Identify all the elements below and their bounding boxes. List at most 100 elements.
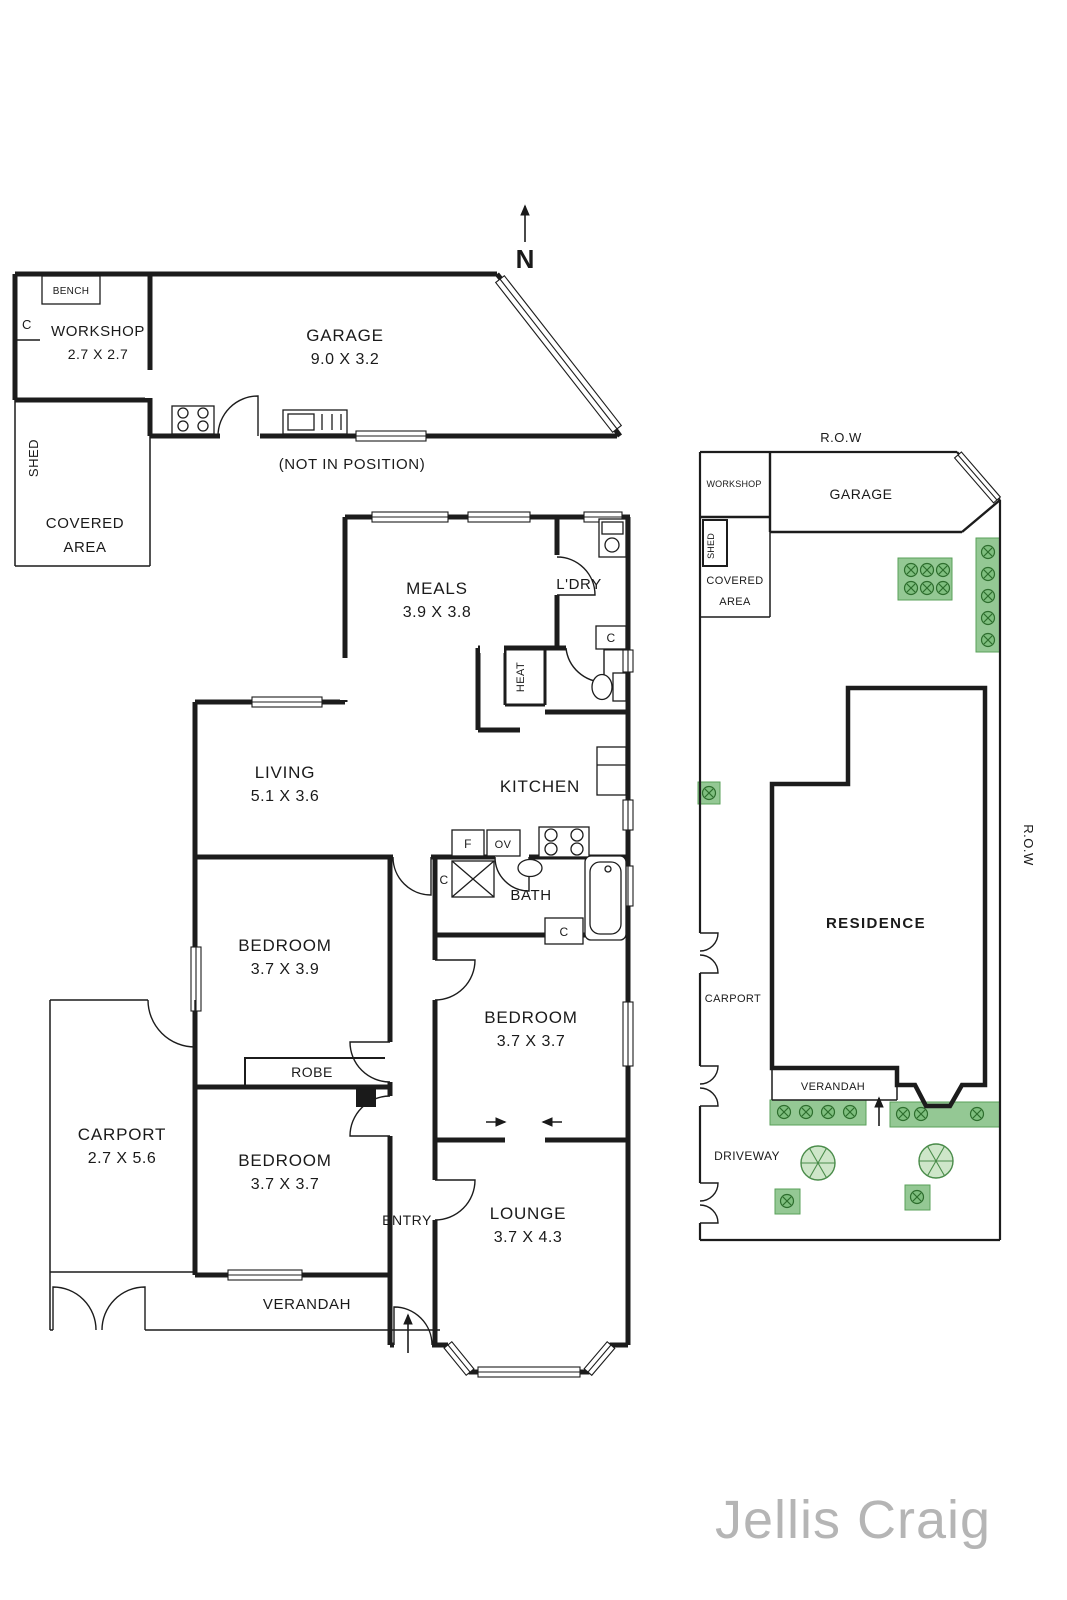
cooktop-icon bbox=[171, 405, 215, 435]
bay-window bbox=[443, 1341, 475, 1376]
heat-label: HEAT bbox=[515, 662, 527, 692]
window bbox=[622, 649, 634, 673]
site-workshop-label: WORKSHOP bbox=[706, 479, 761, 489]
window bbox=[622, 799, 634, 831]
basin-icon bbox=[517, 858, 543, 878]
main-thin-lines bbox=[14, 339, 440, 1331]
covered-area-label-1: COVERED bbox=[46, 515, 124, 532]
site-gates bbox=[699, 932, 719, 1224]
fridge-box bbox=[451, 829, 485, 857]
bench-label: BENCH bbox=[53, 286, 90, 297]
garden-bed bbox=[904, 1184, 931, 1211]
cupboard-label: C bbox=[606, 631, 615, 645]
fridge-icon bbox=[596, 746, 627, 796]
main-floorplan: BENCH C WORKSHOP 2.7 X 2.7 GARAGE 9.0 X … bbox=[12, 271, 634, 1378]
cupboard-label: C bbox=[22, 317, 32, 332]
oven-box bbox=[486, 829, 521, 857]
driveway-label: DRIVEWAY bbox=[714, 1149, 780, 1163]
bedroom3-label: BEDROOM bbox=[238, 1151, 331, 1170]
linen-cupboard bbox=[451, 860, 495, 898]
meals-dims: 3.9 X 3.8 bbox=[403, 604, 472, 621]
window bbox=[227, 1269, 303, 1281]
bay-window bbox=[477, 1366, 581, 1378]
meals-label: MEALS bbox=[406, 579, 468, 598]
direction-arrows bbox=[403, 1117, 562, 1353]
site-labels: R.O.W WORKSHOP GARAGE SHED COVERED AREA … bbox=[705, 430, 1036, 1163]
site-covered-area bbox=[700, 517, 771, 618]
not-in-position-note: (NOT IN POSITION) bbox=[279, 456, 426, 473]
heat-closet-walls bbox=[503, 648, 547, 707]
cupboard bbox=[595, 625, 627, 650]
row-side-label: R.O.W bbox=[1021, 824, 1036, 866]
shed-label: SHED bbox=[26, 439, 41, 477]
site-plan: R.O.W WORKSHOP GARAGE SHED COVERED AREA … bbox=[695, 430, 1036, 1242]
tree-icon bbox=[800, 1145, 836, 1181]
bath-label: BATH bbox=[510, 887, 551, 904]
site-garage-label: GARAGE bbox=[830, 486, 893, 502]
sink-icon bbox=[282, 409, 348, 435]
site-shed-label: SHED bbox=[706, 533, 716, 559]
lounge-label: LOUNGE bbox=[490, 1204, 567, 1223]
bench-unit bbox=[41, 275, 101, 305]
stove-icon bbox=[538, 826, 590, 858]
fireplace-block bbox=[356, 1087, 376, 1107]
toilet-icon bbox=[591, 672, 627, 702]
carport-label: CARPORT bbox=[78, 1125, 166, 1144]
laundry-trough-icon bbox=[598, 518, 627, 558]
window bbox=[190, 946, 202, 1012]
fixtures bbox=[41, 275, 627, 1107]
window bbox=[355, 430, 427, 442]
bedroom2-dims: 3.7 X 3.7 bbox=[497, 1033, 566, 1050]
oven-label: OV bbox=[495, 839, 512, 851]
cupboard-label: C bbox=[439, 873, 448, 887]
north-label: N bbox=[516, 244, 535, 274]
living-dims: 5.1 X 3.6 bbox=[251, 788, 320, 805]
fridge-label: F bbox=[464, 837, 472, 851]
workshop-label: WORKSHOP bbox=[51, 323, 145, 340]
bedroom2-label: BEDROOM bbox=[484, 1008, 577, 1027]
bedroom1-label: BEDROOM bbox=[238, 936, 331, 955]
cupboard-label: C bbox=[559, 925, 568, 939]
window bbox=[467, 511, 531, 523]
garden-beds bbox=[697, 537, 1001, 1215]
lounge-dims: 3.7 X 4.3 bbox=[494, 1229, 563, 1246]
verandah-label: VERANDAH bbox=[263, 1296, 351, 1313]
boundary-openings bbox=[695, 933, 705, 1223]
row-top-label: R.O.W bbox=[820, 430, 862, 445]
covered-area-label-2: AREA bbox=[63, 539, 106, 556]
site-garage-door bbox=[953, 451, 1002, 504]
bathtub-icon bbox=[584, 855, 627, 941]
living-label: LIVING bbox=[255, 763, 316, 782]
brand-logo: Jellis Craig bbox=[715, 1490, 991, 1550]
bedroom1-dims: 3.7 X 3.9 bbox=[251, 961, 320, 978]
carport-dims: 2.7 X 5.6 bbox=[88, 1150, 157, 1167]
bay-window bbox=[583, 1341, 616, 1377]
robe-label: ROBE bbox=[291, 1064, 333, 1080]
window bbox=[622, 1001, 634, 1067]
bedroom3-dims: 3.7 X 3.7 bbox=[251, 1176, 320, 1193]
main-labels: BENCH C WORKSHOP 2.7 X 2.7 GARAGE 9.0 X … bbox=[22, 286, 615, 1313]
site-carport-label: CARPORT bbox=[705, 993, 761, 1005]
garage-dims: 9.0 X 3.2 bbox=[311, 351, 380, 368]
cupboard bbox=[544, 917, 584, 945]
window bbox=[494, 274, 623, 434]
site-covered-label-1: COVERED bbox=[706, 575, 763, 587]
site-verandah-label: VERANDAH bbox=[801, 1081, 865, 1093]
entry-label: ENTRY bbox=[382, 1212, 432, 1228]
kitchen-label: KITCHEN bbox=[500, 777, 580, 796]
north-arrow: N bbox=[516, 204, 535, 274]
laundry-label: L'DRY bbox=[556, 576, 602, 593]
workshop-dims: 2.7 X 2.7 bbox=[68, 346, 129, 362]
window bbox=[251, 696, 323, 708]
site-residence-outline bbox=[769, 685, 988, 1109]
site-garage-walls bbox=[700, 452, 1001, 534]
tree-icon bbox=[918, 1143, 954, 1179]
garage-label: GARAGE bbox=[306, 326, 384, 345]
window bbox=[371, 511, 449, 523]
site-shed bbox=[702, 519, 728, 567]
site-covered-label-2: AREA bbox=[719, 596, 751, 608]
wall-openings bbox=[53, 370, 604, 1350]
doors bbox=[52, 395, 605, 1346]
